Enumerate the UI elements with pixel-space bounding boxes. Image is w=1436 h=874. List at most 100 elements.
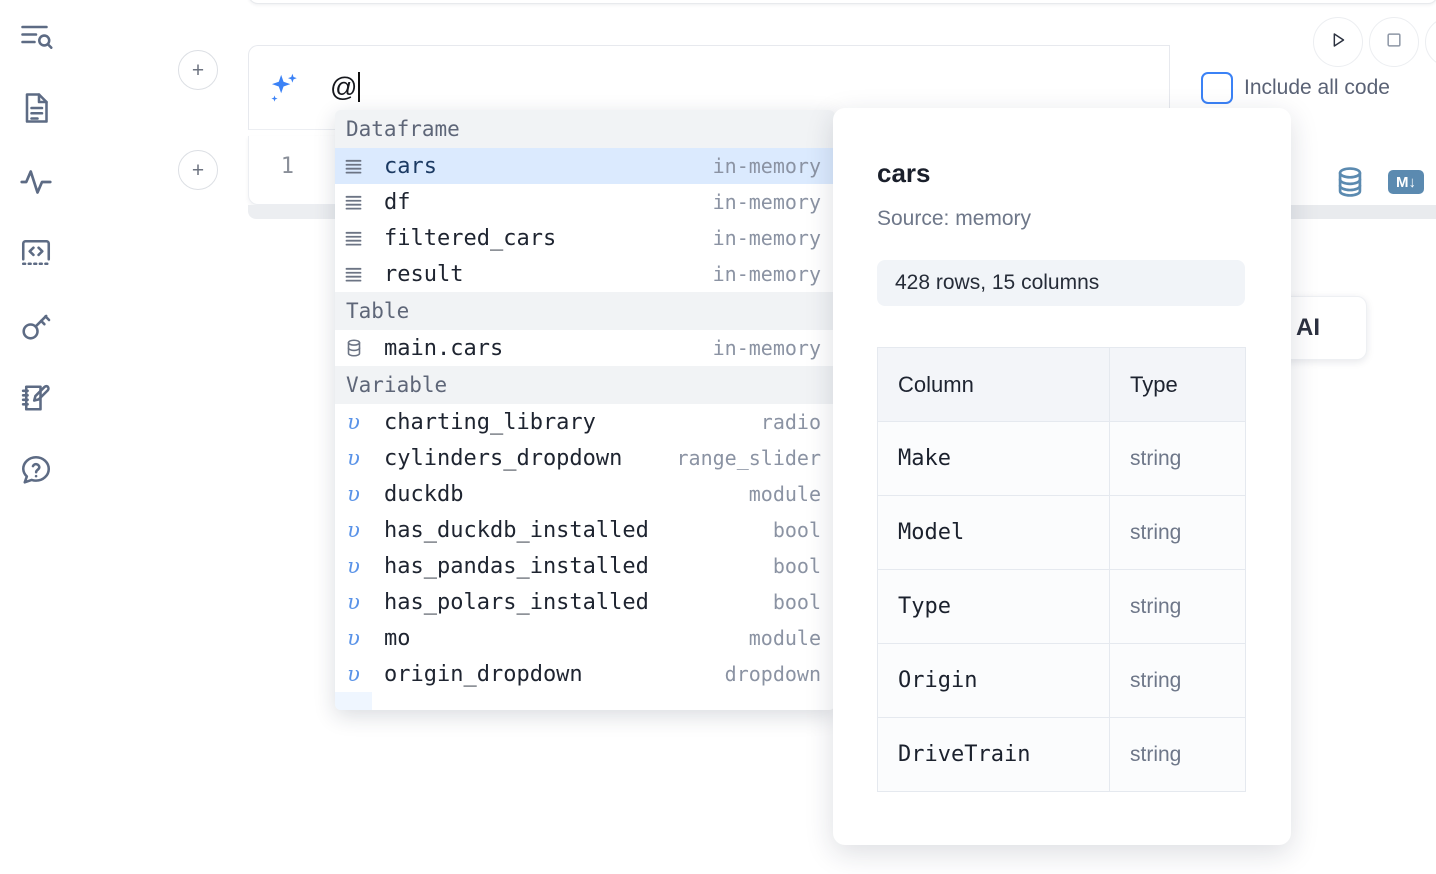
cell-column-name: DriveTrain xyxy=(877,717,1110,792)
autocomplete-item-type: module xyxy=(748,482,821,506)
autocomplete-item-type: dropdown xyxy=(724,662,821,686)
dataframe-icon xyxy=(335,264,372,285)
autocomplete-item-name: main.cars xyxy=(384,335,504,361)
activity-pulse-icon xyxy=(18,164,54,200)
autocomplete-item[interactable]: result in-memory xyxy=(335,256,835,292)
sidebar-item-files[interactable] xyxy=(14,86,58,130)
autocomplete-item-name: df xyxy=(384,189,411,215)
run-cell-button[interactable] xyxy=(1313,17,1363,67)
database-icon[interactable] xyxy=(1333,165,1367,204)
autocomplete-section-table: Table xyxy=(335,292,835,330)
include-all-code-row[interactable]: Include all code xyxy=(1201,72,1390,104)
autocomplete-section-variable: Variable xyxy=(335,366,835,404)
preview-shape-badge: 428 rows, 15 columns xyxy=(877,260,1245,306)
sidebar-item-help[interactable] xyxy=(14,448,58,492)
autocomplete-item[interactable]: υ has_pandas_installed bool xyxy=(335,548,835,584)
left-icon-rail xyxy=(0,0,72,874)
autocomplete-item-name: cylinders_dropdown xyxy=(384,445,623,471)
document-icon xyxy=(18,90,54,126)
variable-icon: υ xyxy=(347,518,360,542)
autocomplete-item-type: bool xyxy=(772,590,821,614)
variable-icon: υ xyxy=(347,662,360,686)
autocomplete-item-type: module xyxy=(748,626,821,650)
autocomplete-item-type: in-memory xyxy=(712,226,821,250)
plus-icon: + xyxy=(191,58,205,82)
variable-icon: υ xyxy=(347,446,360,470)
previous-cell-edge xyxy=(248,0,1436,4)
cell-column-type: string xyxy=(1109,717,1246,792)
ai-prompt-value: @ xyxy=(330,72,358,102)
text-caret xyxy=(358,72,361,102)
autocomplete-item-name: result xyxy=(384,261,464,287)
sidebar-item-secrets[interactable] xyxy=(14,304,58,348)
ai-prompt-text: @ xyxy=(330,72,361,103)
notebook-pencil-icon xyxy=(18,380,54,416)
autocomplete-item-name: duckdb xyxy=(384,481,464,507)
autocomplete-item-name: has_pandas_installed xyxy=(384,553,649,579)
autocomplete-item[interactable]: υ origin_dropdown dropdown xyxy=(335,656,835,692)
variable-icon: υ xyxy=(347,410,360,434)
dataframe-icon xyxy=(335,192,372,213)
add-cell-below-button[interactable]: + xyxy=(178,150,218,190)
autocomplete-item-name: charting_library xyxy=(384,409,596,435)
autocomplete-item[interactable]: υ charting_library radio xyxy=(335,404,835,440)
autocomplete-item-name: mo xyxy=(384,625,411,651)
include-all-code-label: Include all code xyxy=(1244,76,1390,99)
dataframe-icon xyxy=(335,228,372,249)
autocomplete-item-type: radio xyxy=(760,410,821,434)
preview-title: cars xyxy=(877,158,931,188)
add-cell-above-button[interactable]: + xyxy=(178,50,218,90)
line-number: 1 xyxy=(280,154,294,179)
autocomplete-item[interactable]: main.cars in-memory xyxy=(335,330,835,366)
sidebar-item-scratchpad[interactable] xyxy=(14,376,58,420)
include-all-code-checkbox[interactable] xyxy=(1201,72,1233,104)
cell-footer-strip xyxy=(1291,205,1436,219)
sidebar-item-snippets[interactable] xyxy=(14,232,58,276)
autocomplete-item-name: origin_dropdown xyxy=(384,661,583,687)
variable-icon: υ xyxy=(347,554,360,578)
autocomplete-item-name: has_duckdb_installed xyxy=(384,517,649,543)
preview-source: Source: memory xyxy=(877,207,1032,230)
plus-icon: + xyxy=(191,158,205,182)
cell-column-name: Make xyxy=(877,421,1110,496)
autocomplete-item-type: in-memory xyxy=(712,262,821,286)
sparkle-icon xyxy=(265,70,303,108)
autocomplete-item-type: bool xyxy=(772,554,821,578)
cell-column-name: Type xyxy=(877,569,1110,644)
autocomplete-item-type: in-memory xyxy=(712,154,821,178)
autocomplete-item-name: filtered_cars xyxy=(384,225,557,251)
variable-icon: υ xyxy=(347,590,360,614)
autocomplete-item[interactable]: filtered_cars in-memory xyxy=(335,220,835,256)
sidebar-item-dependencies[interactable] xyxy=(14,160,58,204)
help-chat-icon xyxy=(18,452,54,488)
sidebar-item-explore[interactable] xyxy=(14,14,58,58)
play-icon xyxy=(1327,29,1349,56)
key-icon xyxy=(18,308,54,344)
square-icon xyxy=(1384,30,1404,55)
cell-column-type: string xyxy=(1109,495,1246,570)
autocomplete-item-type: in-memory xyxy=(712,336,821,360)
markdown-badge[interactable]: M↓ xyxy=(1388,170,1424,194)
code-brackets-icon xyxy=(18,236,54,272)
stop-cell-button[interactable] xyxy=(1369,17,1419,67)
cell-column-type: string xyxy=(1109,569,1246,644)
autocomplete-section-dataframe: Dataframe xyxy=(335,110,835,148)
cell-column-type: string xyxy=(1109,643,1246,718)
variable-icon: υ xyxy=(347,482,360,506)
cell-column-type: string xyxy=(1109,421,1246,496)
